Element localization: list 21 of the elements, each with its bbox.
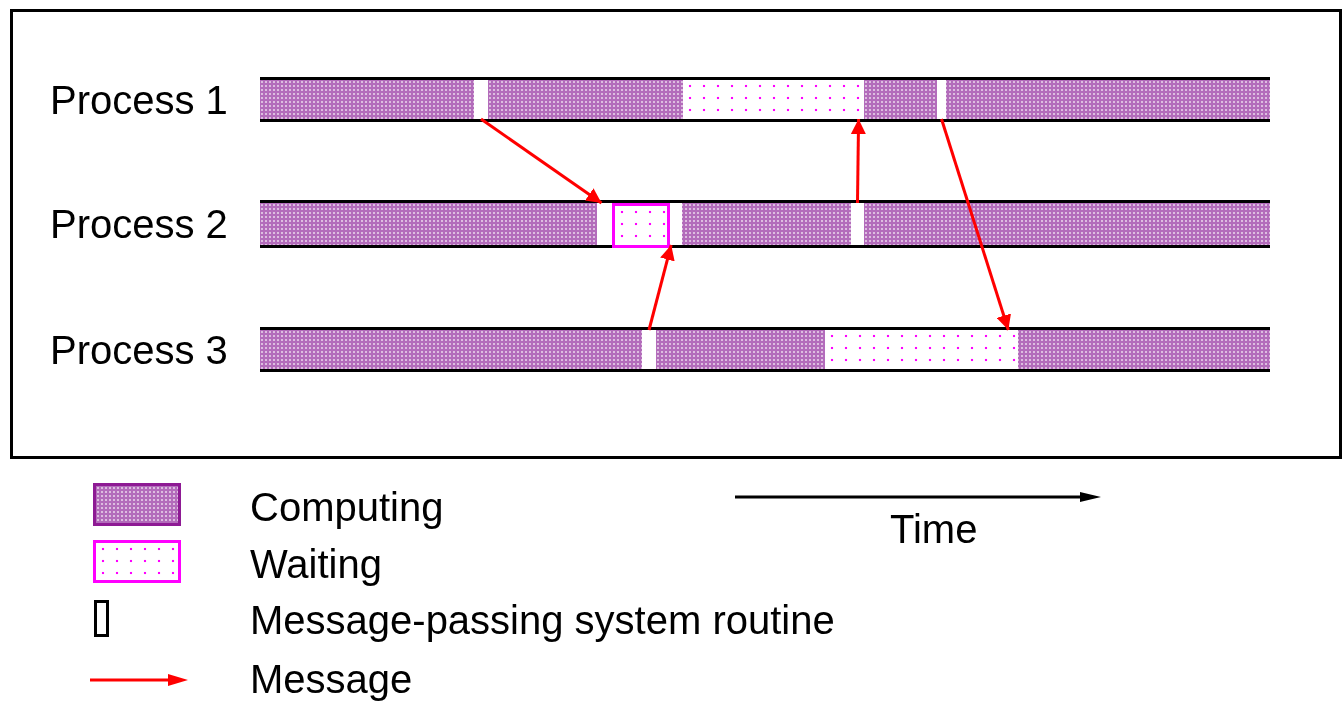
- axis-label: Time: [890, 506, 978, 552]
- process-label: Process 3: [50, 326, 228, 373]
- message-routine-gap: [474, 80, 488, 119]
- message-routine-gap: [670, 203, 682, 245]
- message-routine-gap: [597, 203, 612, 245]
- waiting-segment: [825, 330, 1018, 369]
- message-arrow: [850, 118, 866, 204]
- legend-label: Waiting: [250, 541, 382, 587]
- legend-label: Message: [250, 656, 413, 702]
- waiting-segment: [683, 80, 864, 119]
- message-routine-gap: [937, 80, 946, 119]
- message-arrow: [480, 117, 603, 205]
- legend-label: Computing: [250, 484, 444, 530]
- process-label: Process 1: [50, 76, 228, 123]
- process-label: Process 2: [50, 201, 228, 247]
- legend-label: Message-passing system routine: [250, 597, 835, 643]
- message-routine-gap: [851, 203, 864, 245]
- message-arrow: [647, 244, 675, 331]
- waiting-segment: [612, 203, 670, 248]
- message-arrow: [940, 118, 1011, 331]
- message-routine-gap: [642, 330, 656, 369]
